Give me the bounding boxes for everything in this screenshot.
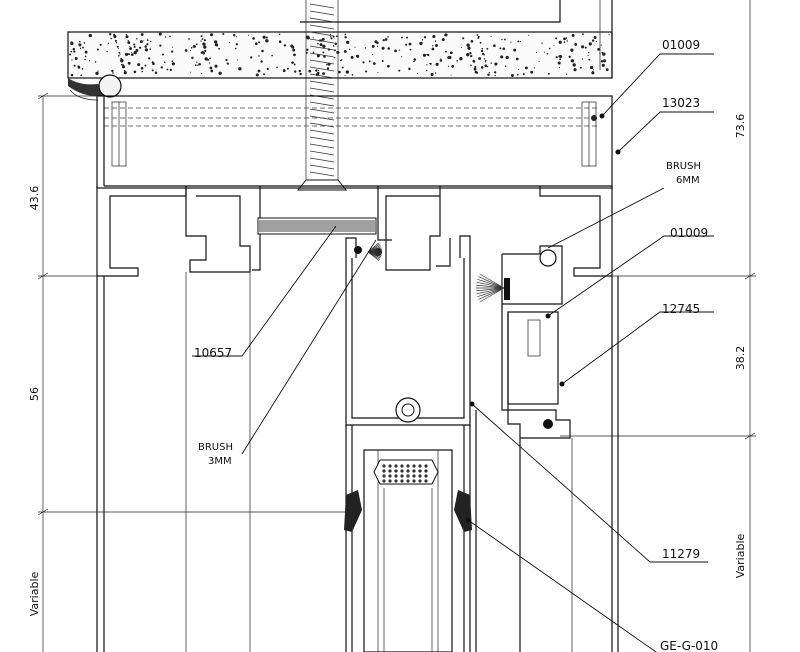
dim-left-mid: 56 [28, 387, 41, 401]
callout-brush-6mm-line2: 6MM [676, 175, 700, 186]
callout-brush-3mm-line1: BRUSH [198, 442, 233, 453]
callout-10657: 10657 [194, 346, 232, 360]
dim-right-bottom: Variable [734, 534, 747, 579]
callout-brush-3mm-line2: 3MM [208, 456, 232, 467]
sash-profile [345, 235, 471, 652]
interlock-profile [475, 245, 573, 652]
leader-lines [192, 53, 714, 652]
dim-right-mid: 38.2 [734, 346, 747, 371]
callout-01009-mid: 01009 [670, 226, 708, 240]
callout-11279: 11279 [662, 547, 700, 561]
callout-01009-top: 01009 [662, 38, 700, 52]
dim-left-bottom: Variable [28, 572, 41, 617]
callout-ge-g-010: GE-G-010 [660, 639, 718, 652]
right-dimension-chain [560, 0, 756, 652]
callout-12745: 12745 [662, 302, 700, 316]
anchor-screw [296, 0, 348, 191]
dim-right-top: 73.6 [734, 114, 747, 139]
brush-strip-3mm [257, 217, 377, 235]
sealant-bead [68, 74, 122, 101]
callout-13023: 13023 [662, 96, 700, 110]
glazing-unit [344, 449, 472, 652]
frame-extension-lines [96, 272, 619, 652]
dim-left-top: 43.6 [28, 186, 41, 211]
callout-brush-6mm-line1: BRUSH [666, 161, 701, 172]
left-dimension-chain [37, 92, 346, 652]
hidden-lines [104, 107, 600, 127]
concrete-slab [67, 0, 613, 79]
